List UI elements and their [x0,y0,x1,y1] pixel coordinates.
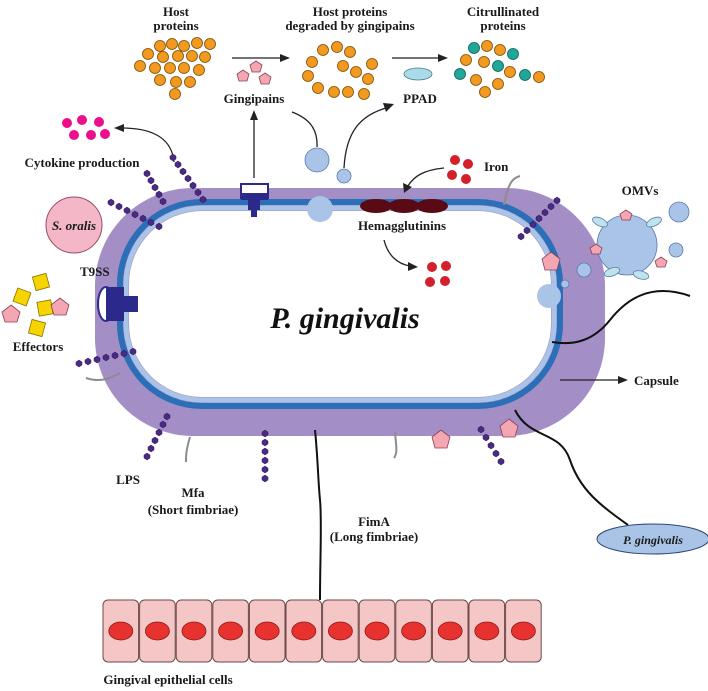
arrow-to-degraded [291,111,318,148]
lps-label: LPS [116,472,140,487]
s-oralis-cell [45,196,103,254]
cytokine-dots [62,115,110,140]
fima-label-1: FimA [358,514,390,529]
lps-chains [75,153,561,483]
fima-label-2: (Long fimbriae) [330,529,418,544]
omvs-label: OMVs [622,183,659,198]
top-arrowheads [280,54,448,62]
cytoplasm [129,211,551,397]
omv-cluster [560,201,690,289]
partner-p-gingivalis [596,523,708,555]
cell-nucleus [218,621,244,641]
arrow-iron-out [383,239,411,267]
omv-budding-right [537,284,561,308]
fima-fimbria [314,429,322,601]
citrullinated-proteins-cluster [454,40,545,98]
gingipain-transporter [240,183,269,217]
cell-nucleus [437,621,463,641]
epithelial-layer [102,599,542,663]
cell-title: P. gingivalis [269,302,419,335]
fimbria-to-partner [514,409,629,526]
host-proteins-label-2: proteins [153,18,198,33]
capsule-pointer-head [618,376,628,384]
capsule-label: Capsule [634,373,679,388]
arrow-up-gingipains-head [250,110,258,120]
partner-p-gingivalis-label: P. gingivalis [623,533,683,547]
cell-nucleus [364,621,390,641]
ppad-label: PPAD [403,91,437,106]
vesicle-small-top [336,168,352,184]
cell-nucleus [254,621,280,641]
cell-nucleus [511,621,536,641]
fimbria-right-long [551,290,691,345]
hemagglutinins-label: Hemagglutinins [358,218,446,233]
iron-label: Iron [484,159,509,174]
cell-nucleus [181,621,207,641]
epithelial-label: Gingival epithelial cells [103,672,232,687]
cell-nucleus [108,621,134,641]
cell-nucleus [327,621,353,641]
citrullinated-label-2: proteins [480,18,525,33]
host-proteins-cluster [134,37,216,100]
cell-nucleus [144,621,170,641]
gingipains-label: Gingipains [224,91,285,106]
effectors-label: Effectors [13,339,64,354]
cell-nucleus [401,621,427,641]
t9ss-complex [97,286,138,322]
vesicle-large-top [304,147,330,173]
citrullinated-label-1: Citrullinated [467,4,540,19]
degraded-label-2: degraded by gingipains [285,18,414,33]
mfa-label-1: Mfa [181,485,205,500]
arrow-iron-in-head [403,183,412,193]
degraded-label-1: Host proteins [313,4,388,19]
degraded-proteins-cluster [302,41,378,100]
hemagglutinin-complex [360,199,448,213]
iron-dots-top [447,155,473,184]
arrow-iron-out-head [408,262,418,271]
gingipain-free [236,60,272,85]
host-proteins-label-1: Host [163,4,190,19]
ppad-enzyme [403,67,433,81]
cytokine-label: Cytokine production [25,155,141,170]
omv-budding-top [307,196,333,222]
mfa-label-2: (Short fimbriae) [148,502,239,517]
s-oralis-label: S. oralis [52,218,96,233]
arrow-to-ppad-head [383,103,394,112]
effector-molecules [1,272,70,338]
arrow-iron-in [407,167,445,187]
short-fimbriae [85,175,521,463]
t9ss-label: T9SS [80,264,110,279]
iron-dots-bottom [425,261,451,287]
cell-nucleus [474,621,500,641]
capsule-gingipains [431,251,561,449]
arrow-to-cytokine-head [114,124,124,132]
arrow-to-ppad [343,107,387,169]
cell-nucleus [291,621,317,641]
